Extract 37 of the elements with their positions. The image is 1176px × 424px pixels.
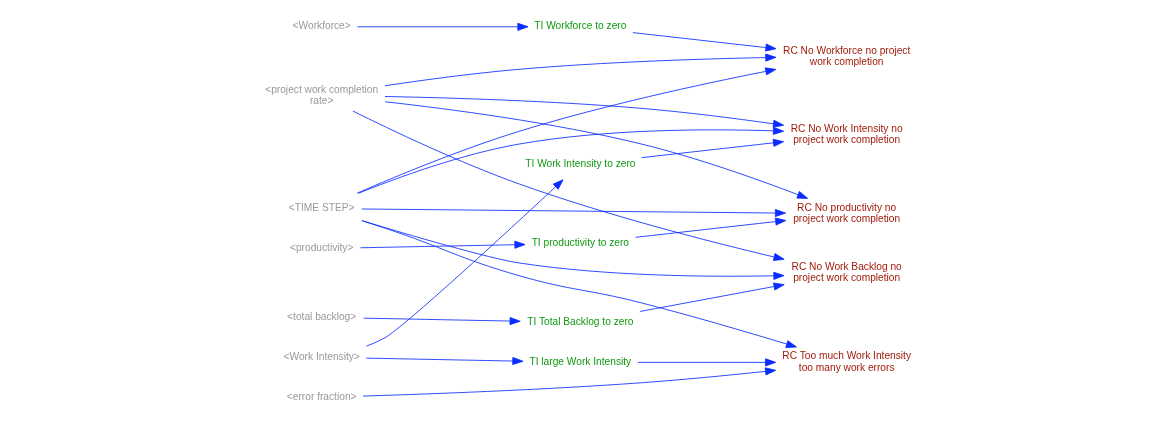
arrow <box>639 282 785 312</box>
node-text: TI Total Backlog to zero <box>527 316 634 328</box>
node-text: TI Workforce to zero <box>534 20 627 32</box>
node-text: RC No Workforce no project work completion <box>783 44 911 67</box>
arrow <box>635 217 787 238</box>
node-text: <productivity> <box>289 242 354 254</box>
arrow <box>352 110 785 261</box>
arrow <box>366 179 564 347</box>
arrow <box>362 367 777 397</box>
arrow <box>358 126 784 194</box>
node-text: <error fraction> <box>286 390 357 402</box>
arrow <box>361 220 797 348</box>
arrow <box>361 208 786 217</box>
arrow <box>641 138 785 159</box>
node-text: RC No productivity no project work completion <box>793 201 901 224</box>
node-text: RC No Work Backlog no project work completion <box>791 261 902 284</box>
arrow <box>356 67 777 194</box>
node-text: <project work completion rate> <box>265 83 379 106</box>
arrow <box>360 240 526 249</box>
node-text: <Work Intensity> <box>283 350 360 362</box>
arrow <box>366 357 524 366</box>
arrow <box>357 22 529 31</box>
arrow <box>363 317 521 326</box>
node-text: <Workforce> <box>292 20 351 32</box>
node-text: <TIME STEP> <box>288 202 355 214</box>
node-text: <total backlog> <box>287 310 357 322</box>
arrow <box>632 32 777 52</box>
arrow <box>384 96 785 128</box>
node-text: TI productivity to zero <box>531 237 630 249</box>
node-text: RC No Work Intensity no project work completion <box>790 122 903 145</box>
node-text: TI large Work Intensity <box>529 355 632 367</box>
arrow <box>637 358 777 367</box>
arrow <box>384 53 777 87</box>
arrow <box>361 220 785 280</box>
arrow <box>384 101 809 199</box>
node-text: RC Too much Work Intensity too many work errors <box>782 350 912 373</box>
node-text: TI Work Intensity to zero <box>525 158 636 170</box>
